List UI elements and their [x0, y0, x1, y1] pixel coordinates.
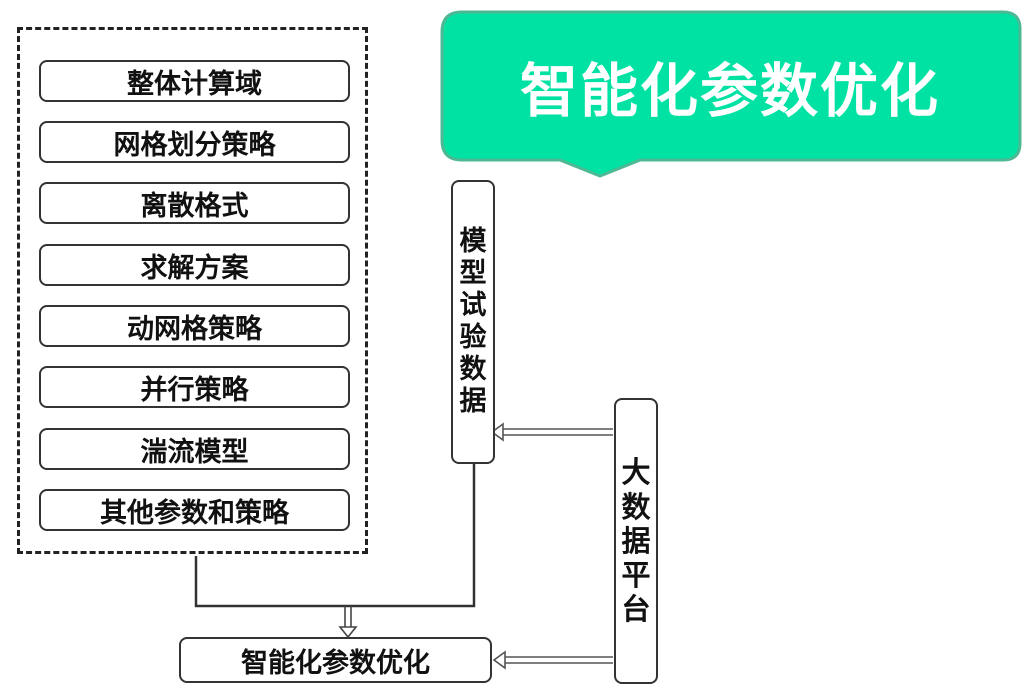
big-data-platform-box: 大 数 据 平 台 [614, 398, 658, 684]
arrow-bigdata-to-output [492, 650, 613, 670]
model-data-char: 试 [459, 290, 487, 322]
param-box: 并行策略 [39, 366, 350, 408]
callout-bubble [440, 10, 1022, 178]
big-data-char: 数 [621, 489, 651, 524]
model-data-char: 据 [459, 385, 487, 417]
big-data-char: 据 [621, 523, 651, 558]
model-data-char: 验 [459, 322, 487, 353]
output-optimization-box: 智能化参数优化 [179, 637, 492, 683]
arrow-bigdata-to-modeldata [490, 422, 613, 442]
param-box: 整体计算域 [39, 60, 350, 102]
model-data-char: 型 [459, 258, 487, 290]
callout-title: 智能化参数优化 [519, 57, 940, 125]
big-data-char: 平 [621, 558, 651, 593]
connector-params-to-merge [194, 556, 348, 608]
param-box: 动网格策略 [39, 305, 350, 347]
param-box: 湍流模型 [39, 428, 350, 470]
model-data-char: 数 [459, 353, 487, 385]
arrow-merge-to-output [338, 606, 358, 639]
big-data-char: 台 [621, 592, 651, 627]
big-data-char: 大 [621, 455, 651, 490]
param-box: 离散格式 [39, 182, 350, 224]
parameter-group [17, 27, 368, 554]
model-data-char: 模 [459, 226, 487, 258]
param-box: 求解方案 [39, 244, 350, 286]
connector-modeldata-to-merge [348, 463, 476, 608]
model-test-data-box: 模 型 试 验 数 据 [451, 180, 495, 464]
param-box: 网格划分策略 [39, 121, 350, 163]
param-box: 其他参数和策略 [39, 489, 350, 531]
